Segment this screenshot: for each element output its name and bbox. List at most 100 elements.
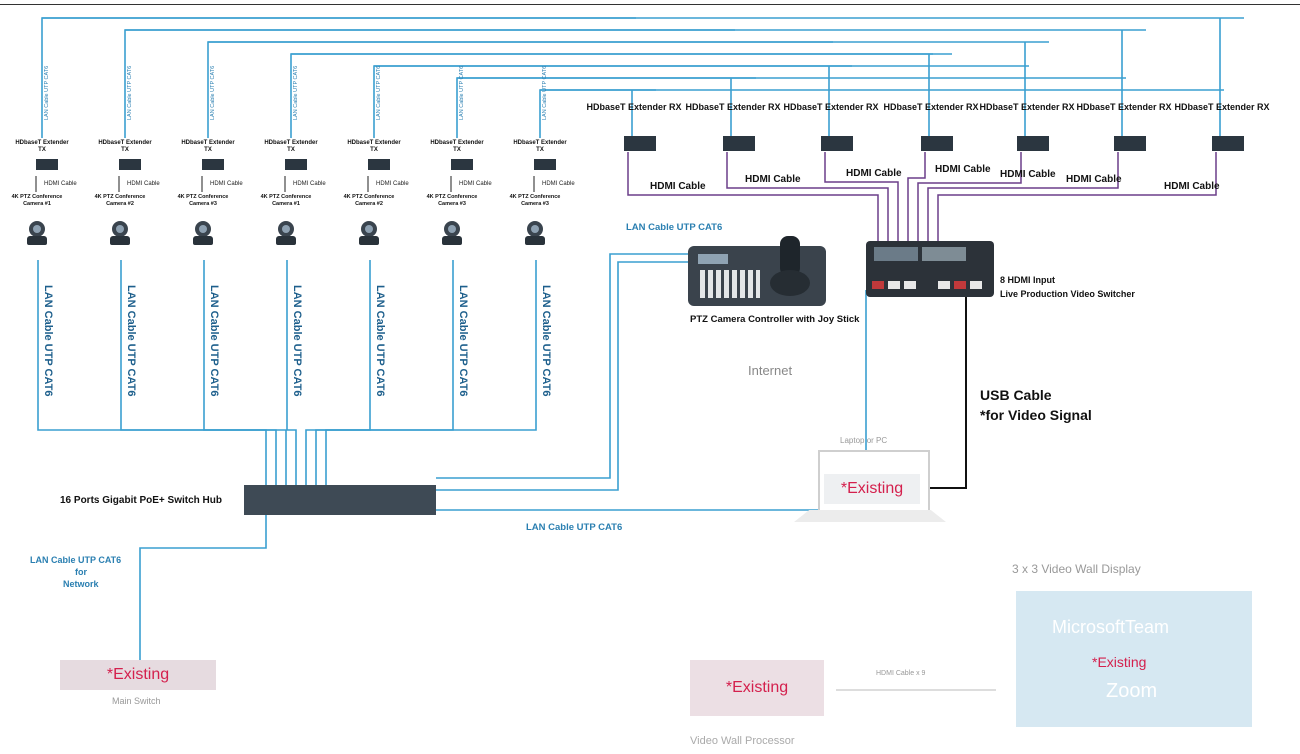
rx-extender-label: HDbaseT Extender RX — [883, 102, 979, 112]
main-switch-existing: *Existing — [60, 660, 216, 690]
joystick-icon — [780, 236, 800, 276]
hdmi-wire — [627, 152, 879, 241]
tx-top-lan-label: LAN Cable UTP CAT6 — [44, 65, 50, 120]
controller-lan-wire — [436, 261, 688, 491]
video-wall-processor-existing: *Existing — [690, 660, 824, 716]
rx-extender-label: HDbaseT Extender RX — [979, 102, 1075, 112]
hdmi-wire — [907, 152, 926, 241]
tx-hdmi-label: HDMI Cable — [44, 181, 77, 187]
rx-extender — [624, 136, 656, 151]
camera-label: 4K PTZ Conference Camera #3 — [426, 194, 478, 207]
camera-lens — [365, 225, 373, 233]
tx-extender-label: HDbaseT Extender TX — [264, 140, 318, 153]
camera-label: 4K PTZ Conference Camera #1 — [11, 194, 63, 207]
network-lan-wire — [139, 515, 267, 660]
camera-lan-label: LAN Cable UTP CAT6 — [125, 285, 137, 397]
switcher-label-line2: Live Production Video Switcher — [1000, 289, 1135, 299]
rx-hdmi-label: HDMI Cable — [1066, 174, 1122, 185]
rx-hdmi-label: HDMI Cable — [745, 174, 801, 185]
tx-extender — [285, 159, 307, 170]
rx-extender-label: HDbaseT Extender RX — [1174, 102, 1270, 112]
ptz-camera-icon — [524, 221, 546, 245]
lan-down-wire — [286, 260, 297, 485]
tx-hdmi-label: HDMI Cable — [459, 181, 492, 187]
tx-extender-label: HDbaseT Extender TX — [98, 140, 152, 153]
video-wall-processor-caption: Video Wall Processor — [690, 735, 795, 747]
rx-extender-label: HDbaseT Extender RX — [685, 102, 781, 112]
tx-hdmi-label: HDMI Cable — [127, 181, 160, 187]
switcher-screen — [874, 247, 918, 261]
ptz-camera-icon — [26, 221, 48, 245]
usb-wire — [930, 297, 967, 489]
switcher-button — [872, 281, 884, 289]
lan-down-wire — [203, 260, 287, 485]
tx-extender-label: HDbaseT Extender TX — [430, 140, 484, 153]
lan-down-wire — [37, 260, 267, 485]
switch-hub — [244, 485, 436, 515]
switch-hub-lan-out-label: LAN Cable UTP CAT6 — [526, 522, 623, 533]
switcher-screen — [922, 247, 966, 261]
camera-lens — [282, 225, 290, 233]
tx-top-lan-label: LAN Cable UTP CAT6 — [459, 65, 465, 120]
camera-lens — [448, 225, 456, 233]
tx-top-lan-label: LAN Cable UTP CAT6 — [210, 65, 216, 120]
camera-label: 4K PTZ Conference Camera #1 — [260, 194, 312, 207]
video-wall-display — [1016, 591, 1252, 727]
camera-lan-label: LAN Cable UTP CAT6 — [208, 285, 220, 397]
rx-hdmi-label: HDMI Cable — [846, 168, 902, 179]
camera-label: 4K PTZ Conference Camera #3 — [509, 194, 561, 207]
camera-label: 4K PTZ Conference Camera #3 — [177, 194, 229, 207]
tx-top-lan-label: LAN Cable UTP CAT6 — [376, 65, 382, 120]
camera-lan-label: LAN Cable UTP CAT6 — [42, 285, 54, 397]
camera-base — [27, 236, 47, 245]
usb-label-line2: *for Video Signal — [980, 407, 1092, 423]
cable-lines — [35, 17, 1244, 691]
video-switcher — [866, 241, 994, 297]
tx-top-lan-label: LAN Cable UTP CAT6 — [127, 65, 133, 120]
camera-lens — [116, 225, 124, 233]
tx-extender-label: HDbaseT Extender TX — [347, 140, 401, 153]
switcher-button — [938, 281, 950, 289]
tx-hdmi-label: HDMI Cable — [542, 181, 575, 187]
camera-base — [359, 236, 379, 245]
hdmi-wire — [937, 152, 1217, 241]
rx-extender-label: HDbaseT Extender RX — [1076, 102, 1172, 112]
hdmi-wire — [824, 152, 899, 241]
tx-top-lan-label: LAN Cable UTP CAT6 — [542, 65, 548, 120]
controller-keypad — [700, 270, 760, 298]
lan-top-wire — [124, 29, 735, 138]
ptz-camera-icon — [192, 221, 214, 245]
tx-extender — [202, 159, 224, 170]
camera-base — [110, 236, 130, 245]
laptop-existing-label: *Existing — [824, 474, 920, 504]
camera-base — [442, 236, 462, 245]
rx-hdmi-label: HDMI Cable — [1000, 169, 1056, 180]
tx-hdmi-label: HDMI Cable — [210, 181, 243, 187]
camera-lens — [33, 225, 41, 233]
ptz-camera-icon — [358, 221, 380, 245]
hdmi-wire — [917, 152, 1022, 241]
rx-extender — [723, 136, 755, 151]
rx-extender — [1114, 136, 1146, 151]
laptop-base — [794, 510, 946, 522]
controller-screen — [698, 254, 728, 264]
tx-extender — [451, 159, 473, 170]
camera-base — [525, 236, 545, 245]
camera-base — [276, 236, 296, 245]
video-wall-line1: MicrosoftTeam — [1052, 617, 1170, 637]
switcher-button — [970, 281, 982, 289]
tx-extender-label: HDbaseT Extender TX — [181, 140, 235, 153]
tx-extender — [534, 159, 556, 170]
controller-label: PTZ Camera Controller with Joy Stick — [690, 314, 860, 325]
hdmi-wire — [927, 152, 1119, 241]
ptz-camera-icon — [275, 221, 297, 245]
network-lan-line1: LAN Cable UTP CAT6 — [30, 555, 122, 565]
rx-hdmi-label: HDMI Cable — [935, 164, 991, 175]
rx-hdmi-label: HDMI Cable — [650, 181, 706, 192]
hdmi-wire — [726, 152, 889, 241]
rx-hdmi-label: HDMI Cable — [1164, 181, 1220, 192]
video-wall-existing: *Existing — [1092, 654, 1147, 670]
controller-lan-label: LAN Cable UTP CAT6 — [626, 222, 723, 233]
ptz-camera-icon — [109, 221, 131, 245]
